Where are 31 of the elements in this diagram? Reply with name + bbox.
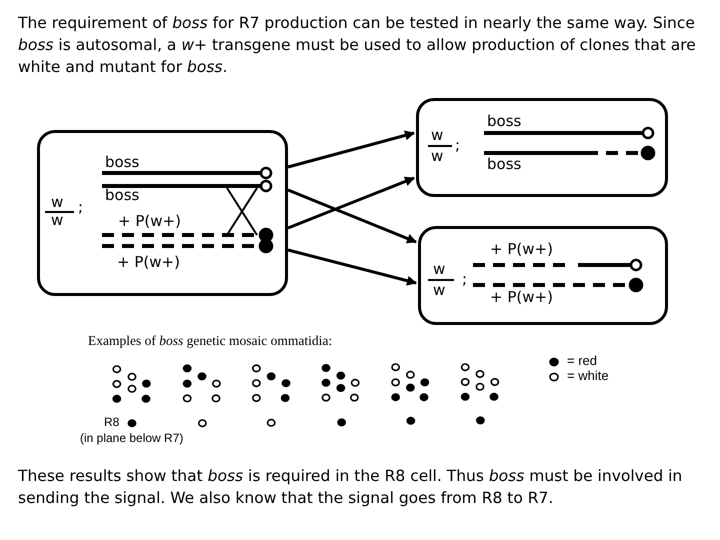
genotype-box — [418, 226, 668, 325]
arrow — [288, 130, 415, 168]
gene-label: + P(w+) — [490, 242, 553, 257]
intro-paragraph: The requirement of boss for R7 production can be tested in nearly the same way. Since boss is autosomal, a w+ transgene must be used to allow production of clones that are white and mutant for boss. — [18, 13, 697, 78]
gene-label: boss — [105, 155, 140, 170]
arrow — [287, 188, 417, 244]
gene-label: boss — [487, 157, 522, 172]
note-text: (in plane below R7) — [80, 431, 184, 446]
gene-label: boss — [487, 114, 522, 129]
genotype-box — [416, 98, 668, 197]
gene-label: + P(w+) — [117, 255, 180, 270]
caption-text: Examples of boss genetic mosaic ommatidia: — [88, 333, 334, 350]
gene-label: ; — [462, 272, 468, 287]
gene-label: ; — [455, 138, 460, 153]
gene-label: w — [51, 213, 64, 228]
arrow — [288, 248, 417, 286]
gene-label: w — [51, 195, 64, 210]
conclusion-paragraph: These results show that boss is required in the R8 cell. Thus boss must be involved in sending the signal. We also know that the signal goes from R8 to R7. — [18, 466, 684, 509]
gene-label: ; — [78, 200, 84, 215]
gene-label: boss — [105, 188, 140, 203]
arrow — [287, 176, 415, 230]
legend-text: = red — [567, 353, 597, 368]
gene-label: + P(w+) — [118, 214, 181, 229]
gene-label: w — [433, 262, 446, 277]
gene-label: w — [431, 149, 444, 164]
gene-label: + P(w+) — [490, 290, 553, 305]
gene-label: w — [431, 128, 444, 143]
cell-label: R8 — [104, 415, 120, 430]
genotype-box — [37, 130, 288, 296]
gene-label: w — [433, 283, 446, 298]
legend-text: = white — [567, 368, 609, 383]
